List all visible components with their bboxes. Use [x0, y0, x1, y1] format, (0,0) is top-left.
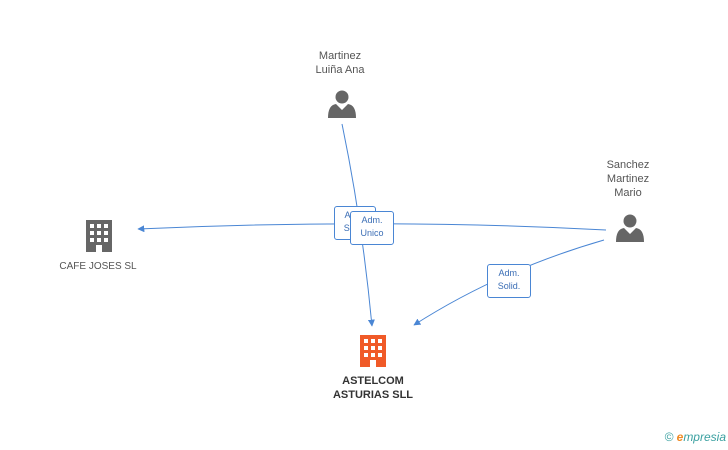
- empresia-logo: © empresia: [664, 430, 726, 444]
- edge-label-line: Adm.: [498, 268, 520, 278]
- edge-label-line: Adm.: [361, 215, 383, 225]
- person-name-line: Mario: [614, 187, 642, 199]
- company-name-line: ASTELCOM: [342, 375, 404, 387]
- company-label-cafe[interactable]: CAFE JOSES SL: [38, 260, 158, 274]
- building-icon: [86, 220, 112, 252]
- copyright-symbol: ©: [664, 430, 674, 444]
- edge-label-line: Solid.: [497, 281, 521, 291]
- person-name-line: Martinez: [606, 173, 650, 185]
- person-name-line: Martinez: [318, 50, 362, 62]
- edge-label-adm-unico[interactable]: Adm. Unico: [350, 211, 394, 245]
- brand-initial: e: [676, 430, 684, 444]
- person-name-line: Luiña Ana: [315, 64, 365, 76]
- person-icon: [328, 90, 356, 118]
- company-name-line: ASTURIAS SLL: [332, 389, 414, 401]
- edge-label-adm-solid-right[interactable]: Adm. Solid.: [487, 264, 531, 298]
- person-icon: [616, 214, 644, 242]
- person-label-sanchez[interactable]: Sanchez Martinez Mario: [578, 158, 678, 200]
- person-name-line: Sanchez: [606, 159, 650, 171]
- edge-label-line: Unico: [360, 228, 384, 238]
- company-name: CAFE JOSES SL: [59, 261, 137, 272]
- person-label-martinez[interactable]: Martinez Luiña Ana: [290, 49, 390, 77]
- company-label-astelcom[interactable]: ASTELCOM ASTURIAS SLL: [313, 374, 433, 402]
- brand-name: mpresia: [683, 430, 726, 444]
- building-icon-highlighted: [360, 335, 386, 367]
